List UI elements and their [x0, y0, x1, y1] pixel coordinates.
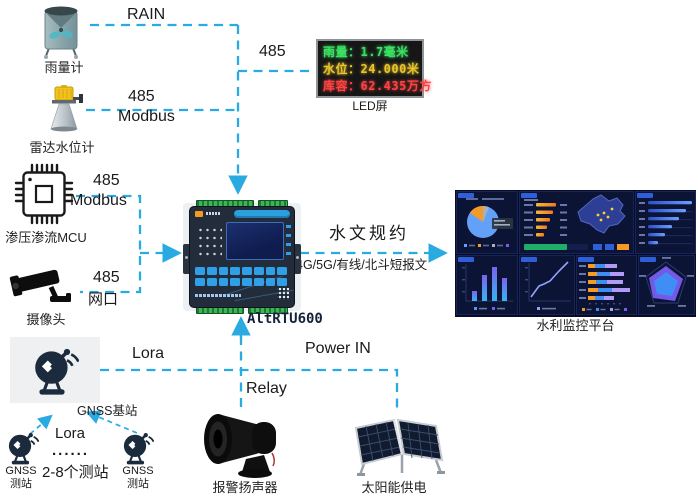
alarm-speaker-label: 报警扬声器	[212, 480, 278, 495]
solar-panel-icon	[354, 418, 445, 476]
rtu-keypad-row2	[195, 278, 287, 286]
rtu-function-keys	[286, 225, 291, 259]
led-row-capacity: 库容：62.435万方	[323, 79, 432, 93]
radar-level-meter-label: 雷达水位计	[29, 140, 95, 155]
rain-gauge-label: 雨量计	[44, 60, 84, 75]
panel-title-pill	[640, 257, 656, 262]
rtu-title-banner	[234, 210, 290, 218]
link-label-lora-main: Lora	[132, 345, 165, 362]
rtu-qr-code	[277, 288, 289, 300]
rtu-front-panel	[190, 207, 294, 307]
link-label-led-485: 485	[259, 43, 286, 60]
camera-icon	[9, 269, 71, 302]
link-label-relay: Relay	[246, 380, 287, 397]
rtu-logo	[195, 211, 203, 217]
led-row-level: 水位：24.000米	[323, 62, 420, 76]
gnss-base-dish-icon	[31, 343, 79, 397]
rtu-label: AltRTU600	[247, 311, 323, 327]
link-label-rain: RAIN	[127, 6, 166, 23]
rtu-company-text	[195, 294, 241, 297]
camera-label: 摄像头	[26, 312, 66, 327]
panel-title-pill	[458, 257, 474, 262]
link-label-bearer: 4G/5G/有线/北斗短报文	[296, 258, 428, 272]
link-label-radar-485: 485	[128, 88, 155, 105]
rtu-led-indicators	[195, 224, 222, 257]
rtu-keypad-row1	[195, 267, 287, 275]
gnss-station-right-icon	[121, 430, 154, 465]
mcu-chip-icon	[14, 163, 74, 225]
led-row-rainfall: 雨量：1.7毫米	[323, 45, 409, 59]
link-label-radar-modbus: Modbus	[118, 108, 175, 125]
platform-label: 水利监控平台	[536, 318, 615, 333]
alarm-speaker-icon	[204, 414, 276, 478]
link-label-lora-sub: Lora	[55, 425, 86, 442]
led-display-label: LED屏	[352, 99, 388, 113]
platform-dashboard	[455, 190, 696, 317]
radar-level-meter-icon	[50, 85, 83, 132]
rain-gauge-icon	[44, 6, 78, 59]
platform-pie-panel	[456, 191, 518, 254]
panel-title-pill	[637, 193, 653, 198]
link-label-power-in: Power IN	[305, 340, 371, 357]
link-label-protocol: 水文规约	[329, 224, 409, 243]
panel-title-pill	[521, 257, 537, 262]
rtu-mount-ear-left	[183, 244, 190, 274]
platform-hbar-panel	[635, 191, 696, 254]
rtu-device	[183, 200, 301, 314]
platform-vbar-panel	[456, 255, 518, 315]
gnss-station-left-icon	[6, 430, 39, 465]
rtu-lcd-screen	[226, 222, 284, 260]
link-label-mcu-485: 485	[93, 172, 120, 189]
gnss-base-label: GNSS基站	[77, 404, 138, 418]
station-group-label: 2-8个测站	[42, 464, 109, 481]
panel-title-pill	[521, 193, 537, 198]
panel-title-pill	[578, 257, 594, 262]
platform-stacked-bar-panel	[576, 255, 637, 315]
station-group-dots: ......	[52, 442, 90, 459]
link-label-mcu-modbus: Modbus	[70, 192, 127, 209]
rtu-mount-ear-right	[294, 244, 301, 274]
rtu-logo-text	[206, 212, 221, 215]
platform-map-panel	[519, 191, 634, 254]
platform-radar-panel	[638, 255, 695, 315]
link-label-camera-port: 网口	[88, 291, 119, 308]
led-display: 雨量：1.7毫米 水位：24.000米 库容：62.435万方	[316, 39, 432, 98]
platform-line-panel	[519, 255, 575, 315]
gnss-station-left-label: GNSS 测站	[5, 465, 37, 490]
link-label-camera-485: 485	[93, 269, 120, 286]
solar-panel-label: 太阳能供电	[361, 480, 427, 495]
panel-title-pill	[458, 193, 474, 198]
gnss-station-right-label: GNSS 测站	[122, 465, 154, 490]
mcu-label: 渗压渗流MCU	[5, 230, 87, 245]
gnss-base-station	[10, 337, 100, 403]
